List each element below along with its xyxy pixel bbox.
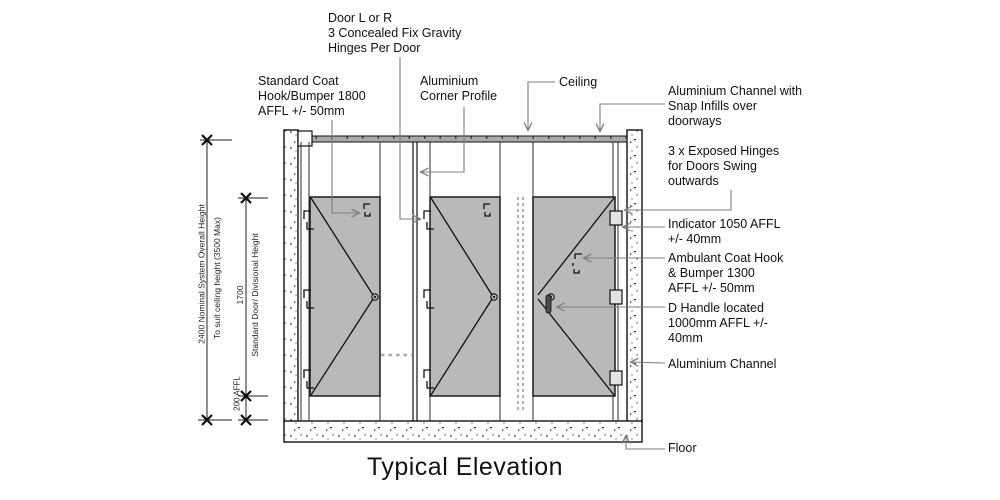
- door-2: [429, 196, 501, 397]
- callout-alu-channel: Aluminium Channel: [668, 357, 777, 371]
- leader-door-type: [399, 57, 420, 219]
- floor-slab: [283, 420, 643, 443]
- dim-overall-height: 2400 Nominal System Overall Height: [196, 204, 207, 344]
- door-3: [532, 196, 616, 397]
- callout-exposed-hinges: 3 x Exposed Hinges for Doors Swing outwa…: [668, 144, 780, 188]
- callout-snap-infills: Aluminium Channel with Snap Infills over…: [668, 84, 803, 128]
- leader-snap-infills: [600, 103, 665, 131]
- dim-affl: 200 AFFL: [232, 376, 242, 411]
- leader-floor: [626, 436, 665, 450]
- dim-ceiling-note: To suit ceiling height (3500 Max): [212, 217, 222, 339]
- leader-corner-profile: [421, 107, 465, 172]
- dim-door-label: Standard Door/ Divisional Height: [250, 233, 260, 357]
- leader-coat-hook: [331, 120, 359, 213]
- door-swing-lines: [310, 197, 615, 396]
- right-wall: [626, 129, 643, 423]
- head-channel: [297, 130, 628, 147]
- callout-d-handle: D Handle located 1000mm AFFL +/- 40mm: [668, 301, 768, 345]
- leader-exposed-hinges: [625, 190, 732, 210]
- exposed-hinge-icons: [609, 210, 623, 386]
- callout-indicator: Indicator 1050 AFFL +/- 40mm: [668, 217, 781, 246]
- dim-door-height: 1700: [235, 285, 245, 305]
- callout-ceiling: Ceiling: [559, 75, 598, 89]
- callout-ambulant: Ambulant Coat Hook & Bumper 1300 AFFL +/…: [668, 251, 784, 295]
- d-handle-icon: [545, 294, 552, 314]
- dimension-lines: [198, 139, 268, 421]
- drawing-title: Typical Elevation: [366, 453, 564, 481]
- aluminium-corner-profile-line: [412, 142, 418, 421]
- exposed-hinge-top-icon: [609, 210, 623, 226]
- coat-hook-icons: [363, 203, 491, 217]
- leader-alu-channel: [631, 362, 666, 363]
- leader-ceiling: [528, 81, 555, 130]
- hidden-partition-line: [517, 197, 524, 413]
- callout-floor: Floor: [668, 441, 697, 455]
- ambulant-coat-hook-icon: [572, 253, 582, 274]
- callout-door-type: Door L or R 3 Concealed Fix Gravity Hing…: [328, 11, 462, 55]
- callout-coat-hook: Standard Coat Hook/Bumper 1800 AFFL +/- …: [258, 74, 366, 118]
- wall-channel-junction: [297, 130, 313, 147]
- concealed-hinge-icons: [303, 210, 434, 389]
- door-1: [309, 196, 381, 397]
- exposed-hinge-bottom-icon: [609, 370, 623, 386]
- leader-lines: [331, 57, 732, 450]
- exposed-hinge-middle-icon: [609, 289, 623, 305]
- callout-corner-profile: Aluminium Corner Profile: [420, 74, 498, 103]
- dimension-ticks: [201, 134, 252, 426]
- left-wall: [283, 129, 299, 423]
